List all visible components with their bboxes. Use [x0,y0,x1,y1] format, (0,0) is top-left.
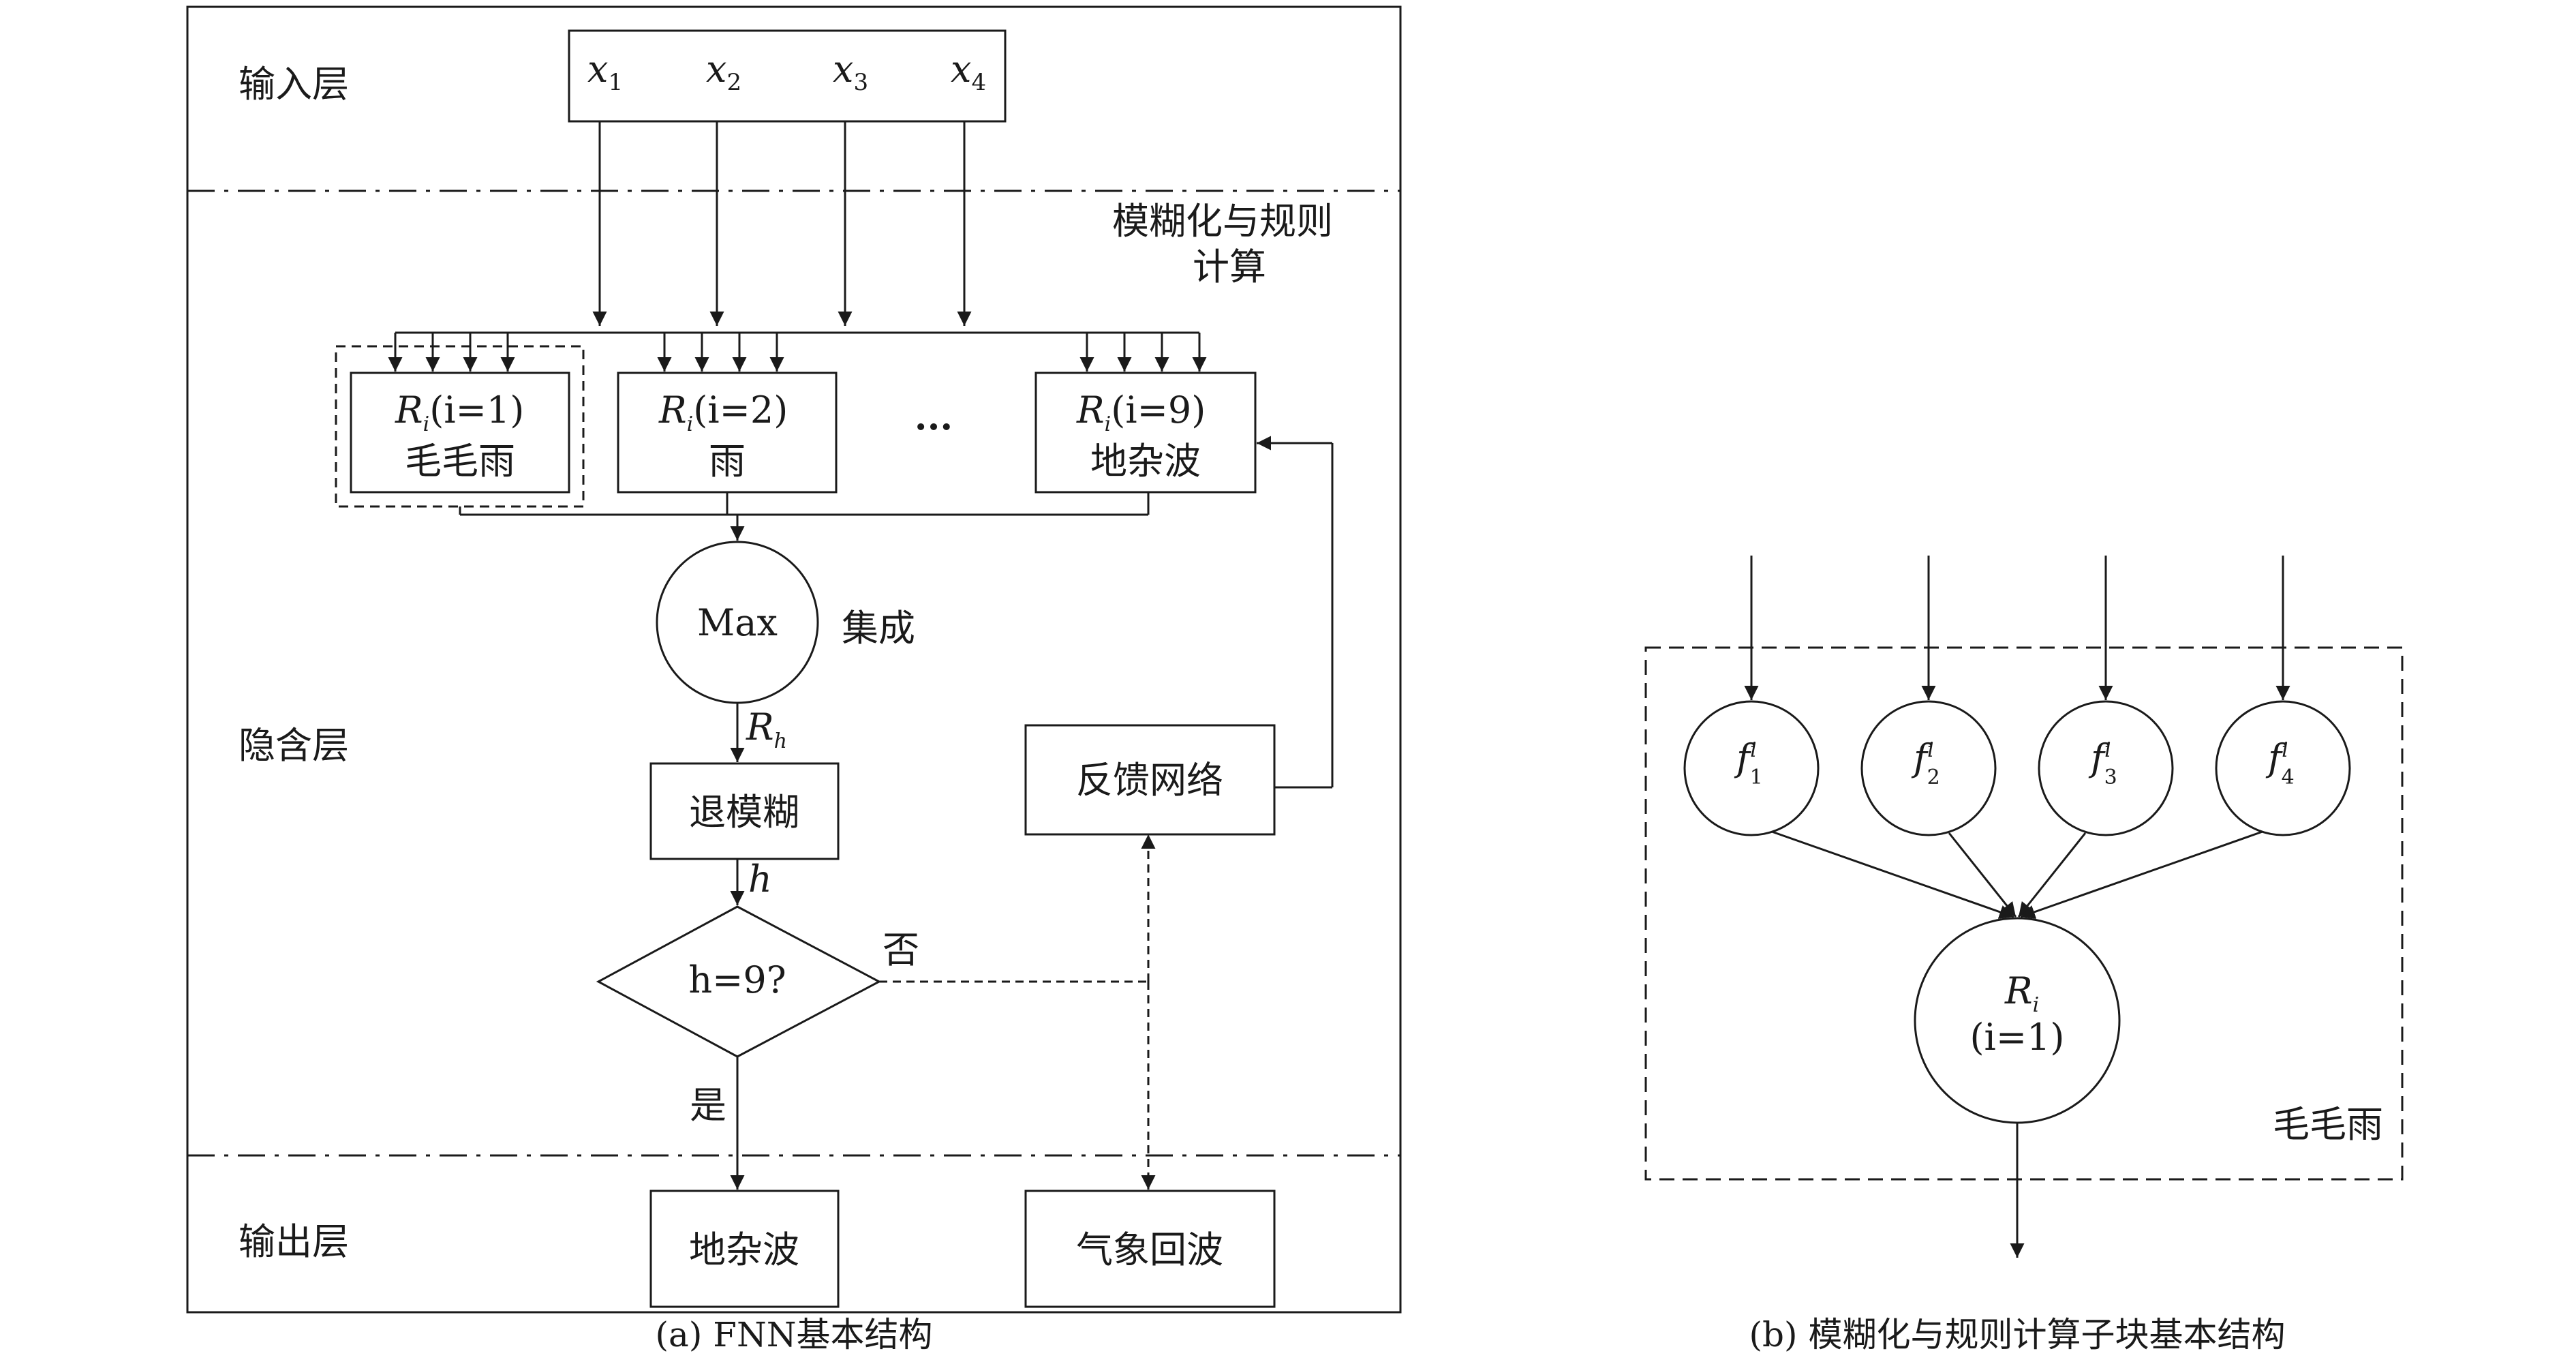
rule1-box [350,372,570,494]
f1-node [1683,700,1820,836]
rule9-box [1034,372,1257,494]
h-label: h [748,858,772,901]
input-box [568,29,1007,123]
rh-label: Rh [746,706,787,753]
panel-a-frame [186,5,1402,1314]
input-x3: x3 [833,48,868,96]
feedback-label: 反馈网络 [1076,759,1223,802]
f2-to-rule-arrow [1948,832,2017,918]
f1-to-rule-arrow [1771,830,2014,919]
rule2-name: 雨 [709,440,746,483]
panel-b-group-label: 毛毛雨 [2273,1103,2383,1146]
rule1-name: 毛毛雨 [405,440,515,483]
output-clutter-box [649,1190,840,1308]
output-clutter-label: 地杂波 [689,1228,799,1271]
input-x2: x2 [706,48,741,96]
layer-input-label: 输入层 [239,63,349,106]
rule9-name: 地杂波 [1090,440,1201,483]
f2-node [1860,700,1997,836]
panel-a-text: 输入层 隐含层 输出层 模糊化与规则 计算 x1 x2 x3 x4 Ri(i=1… [239,48,1333,1355]
rule-node-cond: (i=1) [1969,1016,2064,1059]
max-label: Max [697,601,778,644]
defuzz-label: 退模糊 [689,791,799,834]
no-label: 否 [883,928,919,971]
output-weather-label: 气象回波 [1076,1228,1223,1271]
f3-node [2038,700,2174,836]
layer-hidden-label: 隐含层 [239,724,349,767]
panel-a [186,5,1402,1314]
panel-b [1644,556,2404,1258]
layer-output-label: 输出层 [239,1220,349,1263]
rule9-formula: Ri(i=9) [1076,389,1206,436]
max-note: 集成 [842,607,915,650]
section-note-line2: 计算 [1193,245,1266,288]
f4-node [2215,700,2351,836]
panel-b-caption: (b) 模糊化与规则计算子块基本结构 [1749,1315,2286,1355]
feedback-box [1024,724,1276,836]
input-x4: x4 [951,48,986,96]
panel-a-caption: (a) FNN基本结构 [656,1315,933,1355]
output-weather-box [1024,1190,1276,1308]
decision-label: h=9? [688,958,786,1001]
panel-b-dashed-group [1644,646,2404,1181]
yes-label: 是 [690,1084,726,1127]
input-x1: x1 [587,48,623,96]
rules-ellipsis: ··· [915,405,953,449]
section-note-line1: 模糊化与规则 [1112,200,1333,243]
rule1-formula: Ri(i=1) [395,389,524,436]
rule-node-symbol: Ri [2004,969,2039,1017]
f4-to-rule-arrow [2020,830,2263,919]
rule2-formula: Ri(i=2) [658,389,788,436]
f3-to-rule-arrow [2017,832,2087,918]
defuzz-box [649,762,840,860]
